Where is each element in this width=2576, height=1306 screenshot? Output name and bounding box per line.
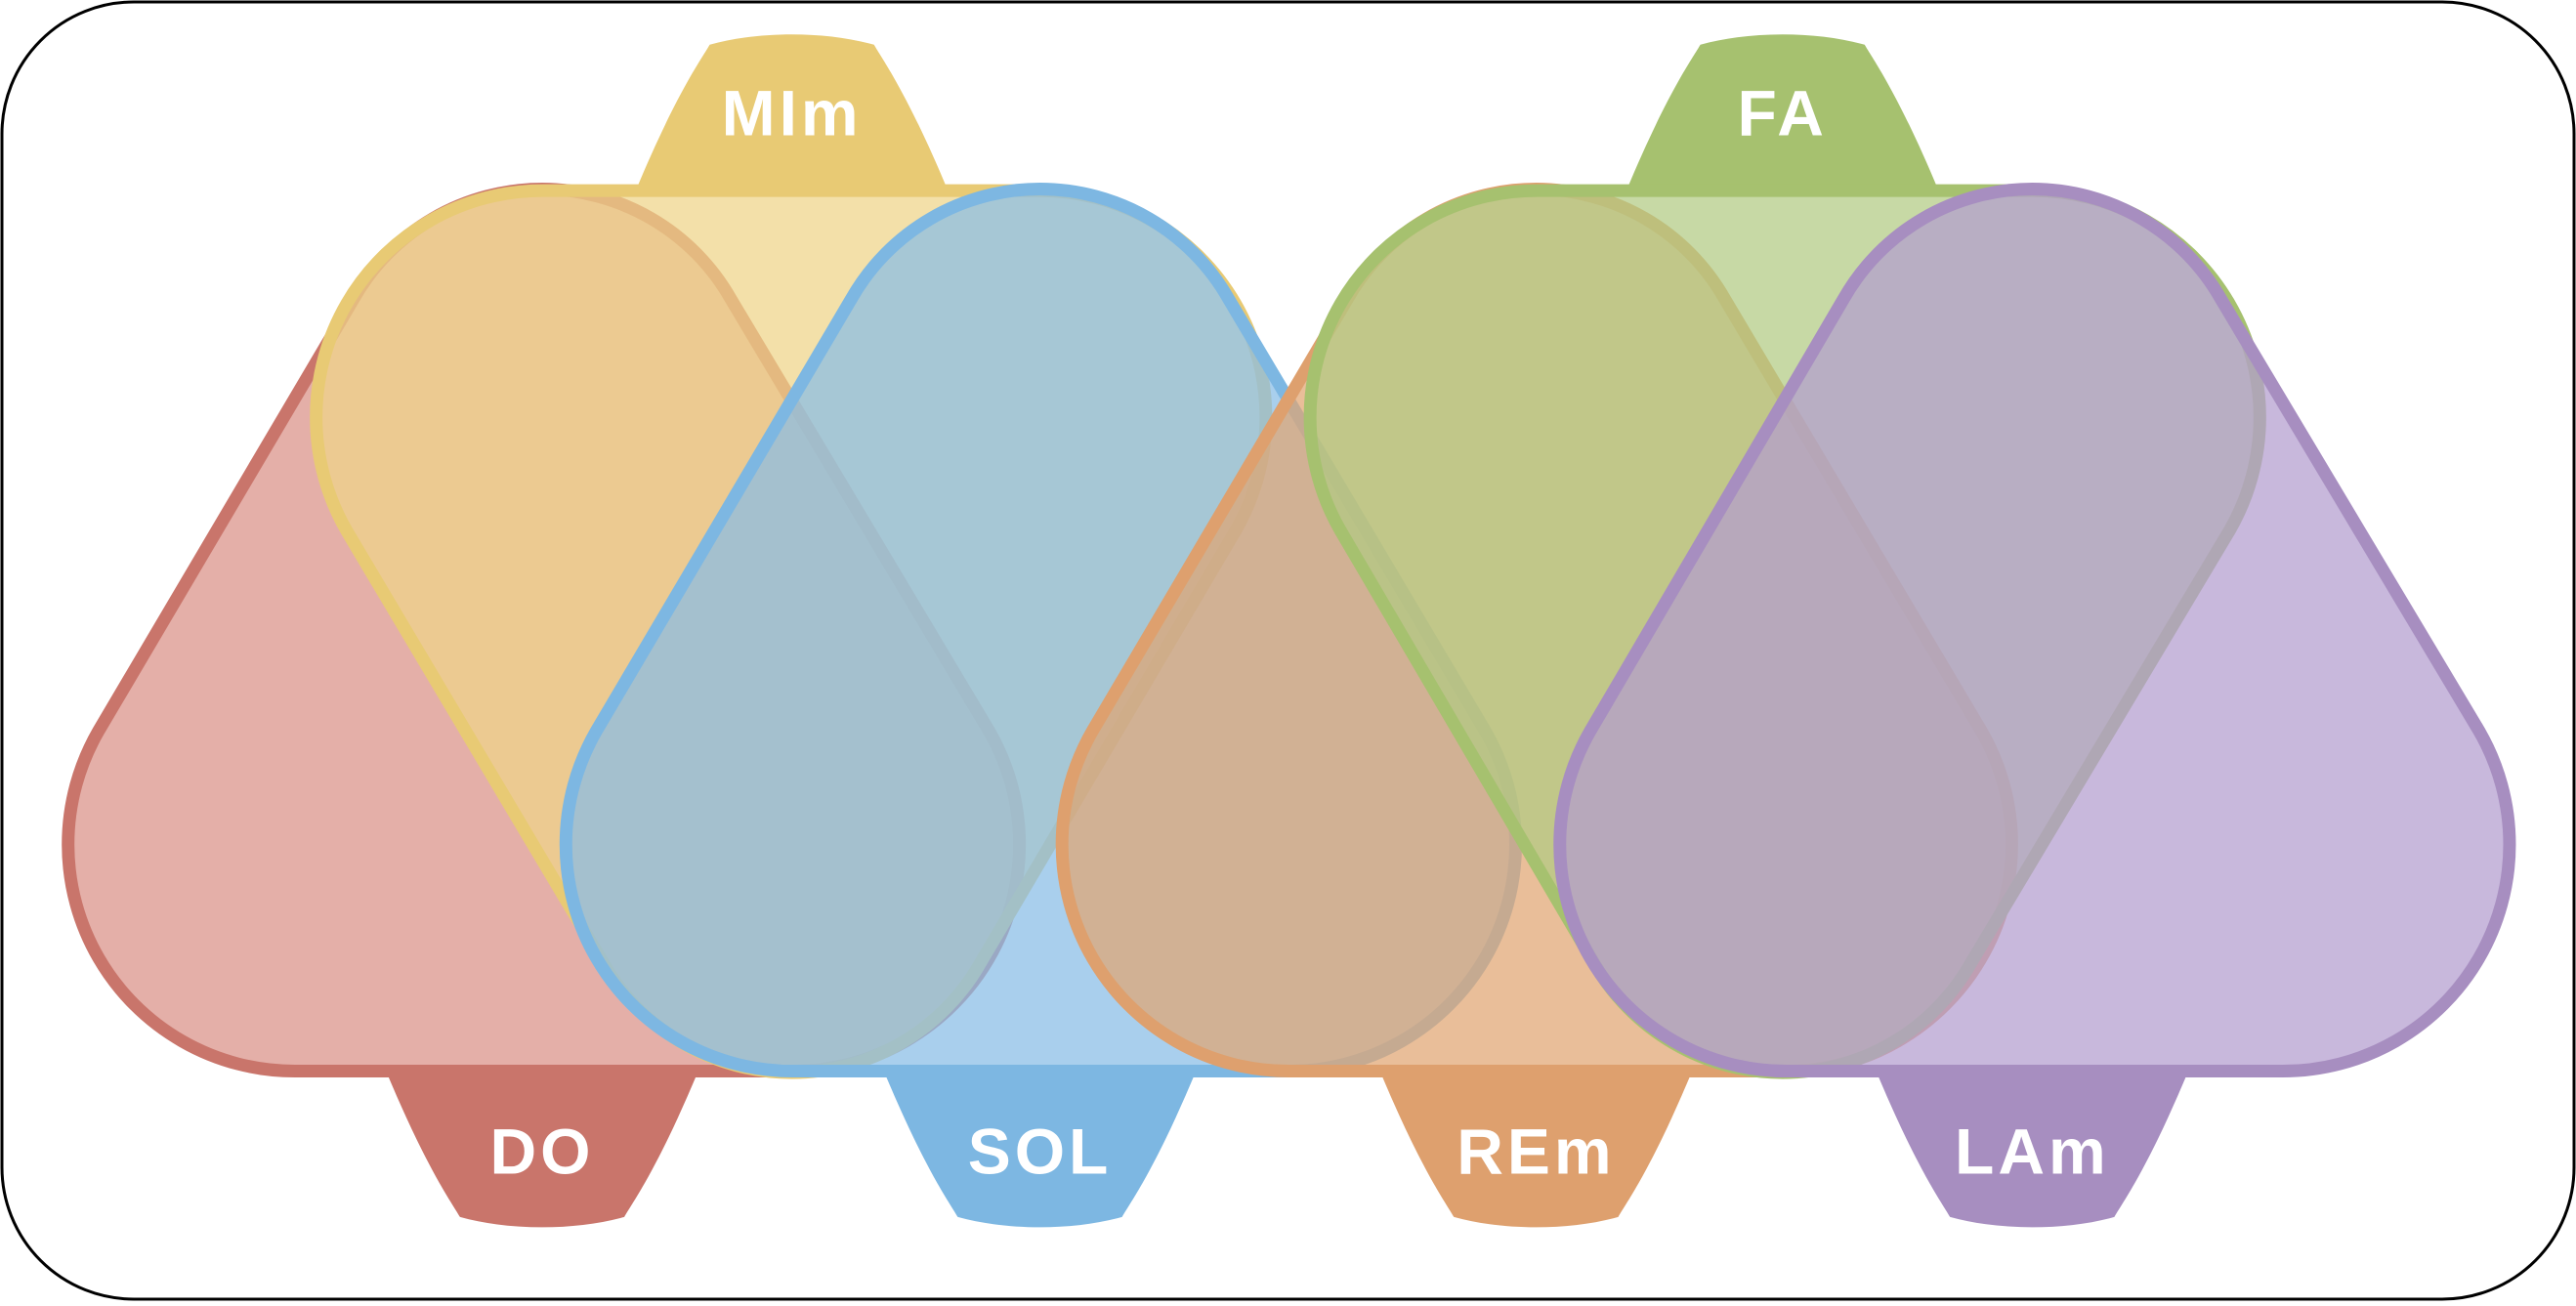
set-shapes-layer	[62, 183, 2516, 1079]
set-label-rem: REm	[1457, 1115, 1615, 1187]
label-tab-fa	[1626, 34, 1939, 191]
set-label-lam: LAm	[1955, 1115, 2110, 1187]
set-label-mim: MIm	[722, 77, 863, 149]
set-label-do: DO	[489, 1115, 594, 1187]
set-label-sol: SOL	[968, 1115, 1113, 1187]
label-tab-rem	[1379, 1071, 1693, 1228]
label-tab-sol	[883, 1071, 1197, 1228]
set-label-fa: FA	[1738, 77, 1828, 149]
label-tab-do	[386, 1071, 698, 1228]
set-shape-lam	[1553, 183, 2516, 1078]
label-tabs-layer	[386, 34, 2189, 1228]
label-tab-lam	[1876, 1071, 2189, 1228]
label-tab-mim	[635, 34, 949, 191]
